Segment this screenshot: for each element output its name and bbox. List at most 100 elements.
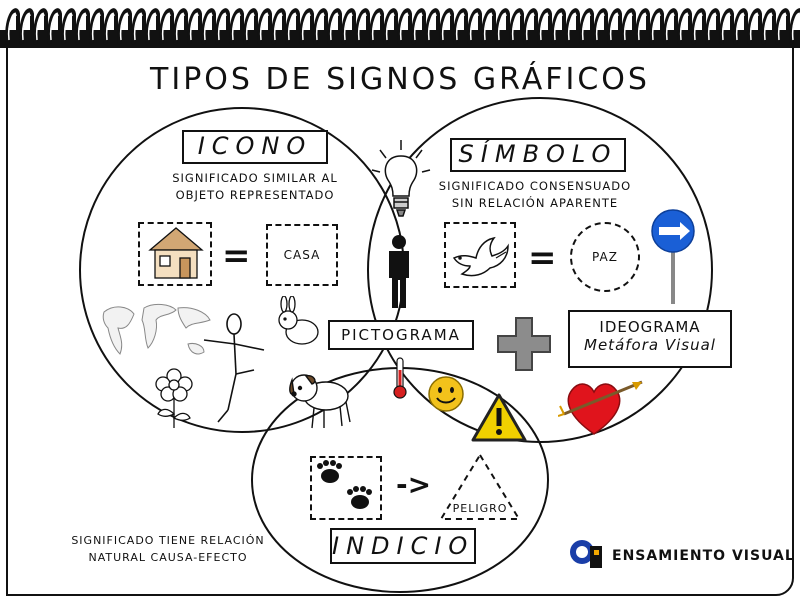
spiral-coil-highlight — [455, 13, 465, 41]
spiral-coil-highlight — [301, 13, 311, 41]
spiral-coil — [159, 8, 174, 45]
notebook-spiral-binding — [0, 8, 800, 48]
spiral-coil-highlight — [371, 13, 381, 41]
spiral-coil — [649, 8, 664, 45]
spiral-coil-highlight — [679, 13, 689, 41]
spiral-coil-highlight — [329, 13, 339, 41]
spiral-coil — [551, 8, 566, 45]
light-bulb-icon — [371, 140, 431, 217]
spiral-coil-highlight — [511, 13, 521, 41]
human-pictogram-icon — [389, 235, 409, 308]
icono-label: ICONO — [197, 132, 313, 160]
simbolo-label-box: SÍMBOLO — [450, 138, 626, 172]
spiral-coil — [733, 8, 748, 45]
spiral-coil — [5, 8, 20, 45]
simbolo-description-line1: SIGNIFICADO CONSENSUADO — [438, 179, 632, 193]
peligro-word: PELIGRO — [452, 502, 508, 515]
spiral-coil-highlight — [133, 13, 143, 41]
simbolo-description: SIGNIFICADO CONSENSUADO SIN RELACIÓN APA… — [424, 178, 646, 212]
spiral-coil-highlight — [105, 13, 115, 41]
ideograma-subtitle: Metáfora Visual — [584, 336, 716, 354]
spiral-coil-highlight — [665, 13, 675, 41]
plus-sign-icon — [497, 317, 551, 371]
spiral-coil-highlight — [399, 13, 409, 41]
indicio-label: INDICIO — [332, 532, 475, 560]
spiral-coil — [243, 8, 258, 45]
cause-effect-arrow: -> — [396, 468, 432, 501]
spiral-coil — [355, 8, 370, 45]
spiral-coil — [215, 8, 230, 45]
bear-paw-prints-icon — [317, 460, 372, 509]
spiral-coil — [789, 8, 800, 45]
spiral-coil-highlight — [217, 13, 227, 41]
spiral-coil — [761, 8, 776, 45]
spiral-coil — [229, 8, 244, 45]
spiral-coil-highlight — [273, 13, 283, 41]
spiral-coil — [705, 8, 720, 45]
spiral-coil — [397, 8, 412, 45]
stick-figure-dancer-icon — [203, 313, 265, 423]
spiral-coil — [579, 8, 594, 45]
spiral-coil-highlight — [539, 13, 549, 41]
spiral-coil — [537, 8, 552, 45]
spiral-coil-highlight — [567, 13, 577, 41]
spiral-coil-highlight — [777, 13, 787, 41]
spiral-coil — [75, 8, 90, 45]
indicio-description-line1: SIGNIFICADO TIENE RELACIÓN — [71, 534, 265, 547]
paw-prints-frame — [310, 456, 382, 520]
spiral-coil — [61, 8, 76, 45]
spiral-coil-highlight — [525, 13, 535, 41]
spiral-coil — [369, 8, 384, 45]
ideograma-label-box: IDEOGRAMA Metáfora Visual — [568, 310, 732, 368]
icono-label-box: ICONO — [182, 130, 328, 164]
paz-word: PAZ — [592, 250, 618, 264]
thermometer-icon — [393, 357, 407, 399]
spiral-coil-highlight — [77, 13, 87, 41]
spiral-coil — [607, 8, 622, 45]
spiral-coil-highlight — [609, 13, 619, 41]
spiral-coil — [523, 8, 538, 45]
indicio-label-box: INDICIO — [330, 528, 476, 564]
spiral-coil — [747, 8, 762, 45]
spiral-coil-highlight — [357, 13, 367, 41]
spiral-coil — [593, 8, 608, 45]
spiral-coil — [299, 8, 314, 45]
spiral-coil — [677, 8, 692, 45]
spiral-coil-highlight — [189, 13, 199, 41]
casa-word: CASA — [283, 248, 321, 262]
spiral-coil-highlight — [245, 13, 255, 41]
ideograma-title: IDEOGRAMA — [599, 318, 701, 336]
spiral-coil — [411, 8, 426, 45]
spiral-coil — [635, 8, 650, 45]
spiral-coil-highlight — [287, 13, 297, 41]
spiral-coil — [327, 8, 342, 45]
spiral-coil — [495, 8, 510, 45]
spiral-coil-highlight — [469, 13, 479, 41]
spiral-coil — [33, 8, 48, 45]
spiral-coil — [509, 8, 524, 45]
spiral-coil-highlight — [497, 13, 507, 41]
spiral-coil — [187, 8, 202, 45]
spiral-coil-highlight — [693, 13, 703, 41]
spiral-coil-highlight — [553, 13, 563, 41]
spiral-coil — [173, 8, 188, 45]
spiral-coil-highlight — [147, 13, 157, 41]
paz-word-circle — [570, 222, 640, 292]
spiral-coil — [201, 8, 216, 45]
pictograma-label: PICTOGRAMA — [341, 326, 461, 344]
brand-name: ENSAMIENTO VISUAL — [612, 548, 795, 564]
spiral-coil — [131, 8, 146, 45]
peligro-triangle-frame — [439, 453, 521, 520]
spiral-coil — [481, 8, 496, 45]
heart-arrow-icon — [558, 380, 643, 435]
simbolo-equals-sign: = — [528, 238, 558, 278]
spiral-coil — [467, 8, 482, 45]
spiral-coil-highlight — [119, 13, 129, 41]
rabbit-icon — [278, 296, 319, 345]
spiral-coil — [117, 8, 132, 45]
spiral-coil-highlight — [427, 13, 437, 41]
spiral-coil-highlight — [161, 13, 171, 41]
spiral-coil — [565, 8, 580, 45]
dog-icon — [289, 374, 351, 429]
